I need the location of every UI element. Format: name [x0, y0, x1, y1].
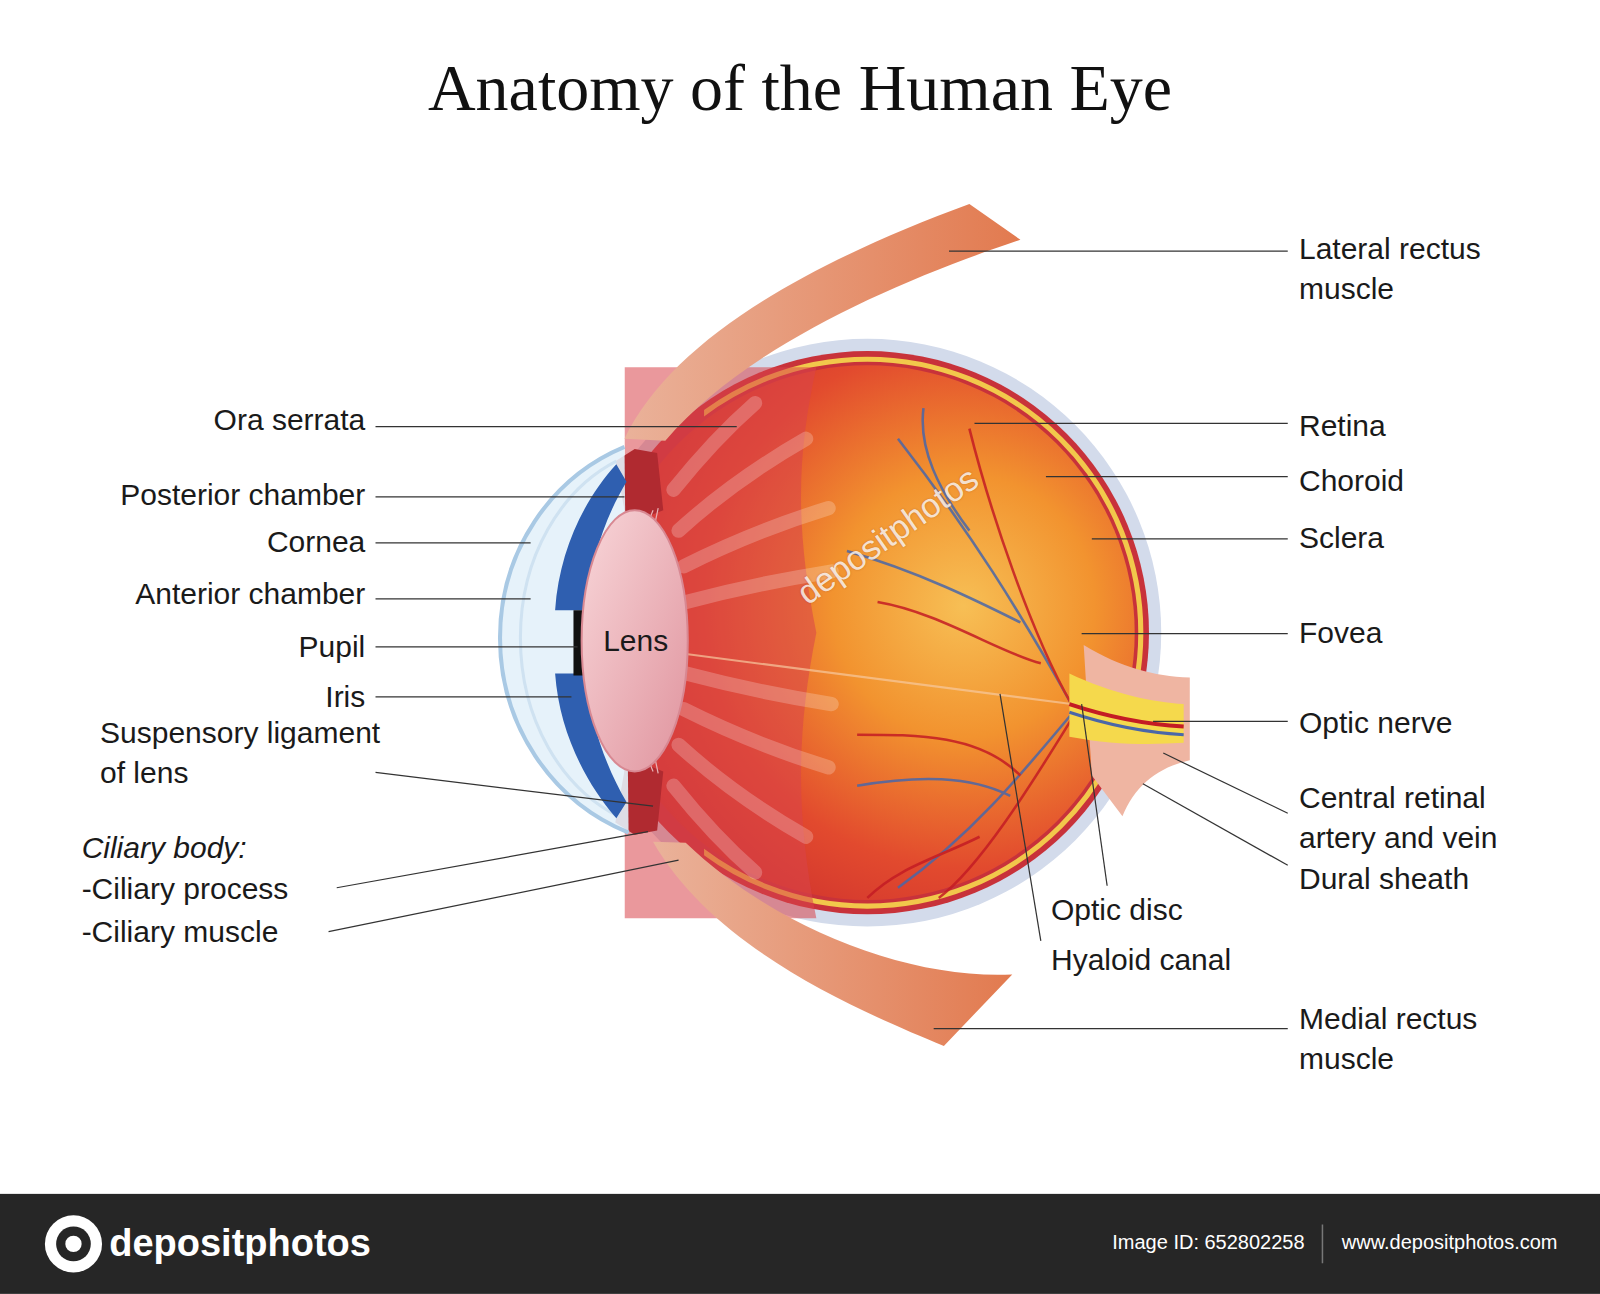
title: Anatomy of the Human Eye — [428, 50, 1172, 126]
part-label: Cornea — [267, 522, 365, 562]
part-label: Medial rectus muscle — [1299, 999, 1544, 1079]
part-label: Fovea — [1299, 613, 1382, 653]
part-label: Iris — [325, 677, 365, 717]
part-label: Sclera — [1299, 518, 1384, 558]
part-label: Hyaloid canal — [1051, 940, 1231, 980]
part-label: Lens — [603, 621, 668, 661]
part-label: Dural sheath — [1299, 859, 1469, 899]
part-label: Pupil — [299, 627, 366, 667]
part-label: Optic nerve — [1299, 703, 1452, 743]
part-label: Lateral rectus muscle — [1299, 229, 1544, 309]
part-label: Optic disc — [1051, 890, 1183, 930]
part-label: -Ciliary muscle — [82, 912, 279, 952]
logo-text: depositphotos — [109, 1218, 371, 1269]
site-url: www.depositphotos.com — [1342, 1229, 1558, 1256]
part-label: Central retinal artery and vein — [1299, 778, 1569, 858]
part-label: Anterior chamber — [135, 574, 365, 614]
part-label: Retina — [1299, 406, 1386, 446]
image-id: Image ID: 652802258 — [1112, 1229, 1304, 1256]
part-label: Choroid — [1299, 461, 1404, 501]
part-label: Suspensory ligament of lens — [100, 713, 381, 793]
part-label: Ora serrata — [214, 400, 366, 440]
part-label: -Ciliary process — [82, 869, 289, 909]
part-label: Posterior chamber — [120, 475, 365, 515]
group-label: Ciliary body: — [82, 828, 247, 868]
